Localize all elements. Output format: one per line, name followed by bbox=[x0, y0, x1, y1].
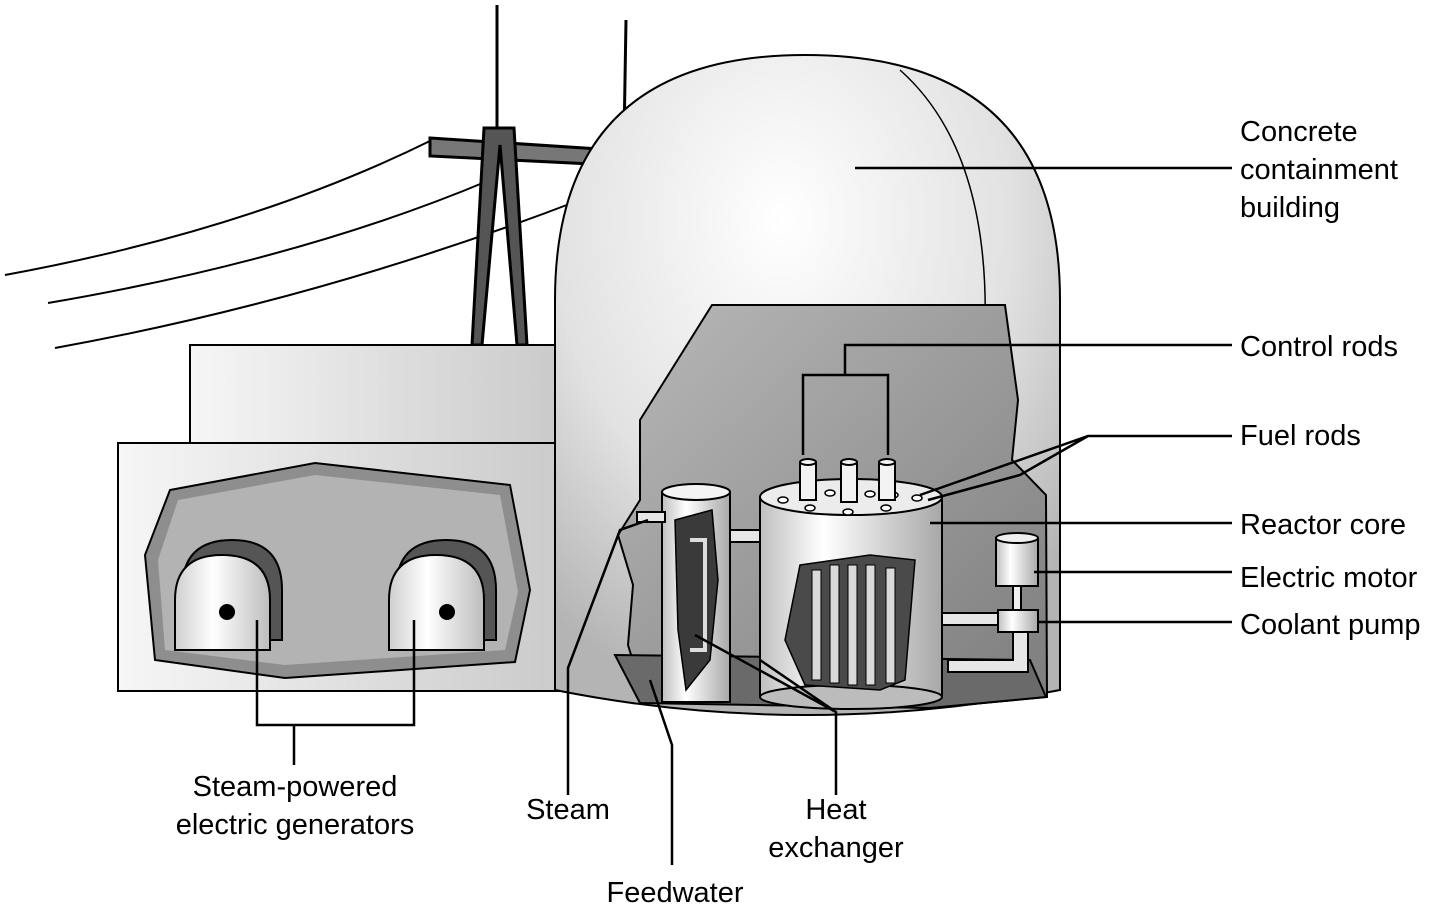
reactor-core bbox=[759, 478, 943, 710]
leader-lines bbox=[255, 166, 1232, 865]
label-fuel-rods: Fuel rods bbox=[1240, 420, 1361, 452]
label-line: containment bbox=[1240, 154, 1398, 186]
control-rods bbox=[799, 458, 896, 503]
label-line: Concrete bbox=[1240, 116, 1358, 148]
label-reactor-core: Reactor core bbox=[1240, 509, 1407, 541]
label-line: exchanger bbox=[768, 832, 904, 864]
electric-motor bbox=[995, 532, 1039, 613]
label-feedwater: Feedwater bbox=[606, 877, 744, 909]
label-steam-powered-generators: Steam-powered electric generators bbox=[145, 768, 445, 844]
label-heat-exchanger: Heat exchanger bbox=[736, 791, 936, 867]
label-coolant-pump: Coolant pump bbox=[1240, 609, 1421, 641]
heat-exchanger bbox=[661, 483, 731, 703]
generator-left bbox=[174, 538, 283, 651]
turbine-building-upper bbox=[189, 344, 571, 446]
pipes bbox=[636, 511, 1029, 673]
label-line: building bbox=[1240, 192, 1340, 224]
generator-right bbox=[388, 538, 497, 651]
label-line: Heat bbox=[805, 794, 867, 826]
coolant-pump bbox=[997, 609, 1039, 633]
label-steam: Steam bbox=[526, 794, 610, 826]
transmission-tower bbox=[428, 5, 628, 347]
label-line: Steam-powered bbox=[192, 771, 398, 803]
label-concrete-containment-building: Concrete containment building bbox=[1240, 113, 1398, 227]
label-electric-motor: Electric motor bbox=[1240, 562, 1418, 594]
label-line: electric generators bbox=[175, 809, 415, 841]
label-control-rods: Control rods bbox=[1240, 331, 1398, 363]
